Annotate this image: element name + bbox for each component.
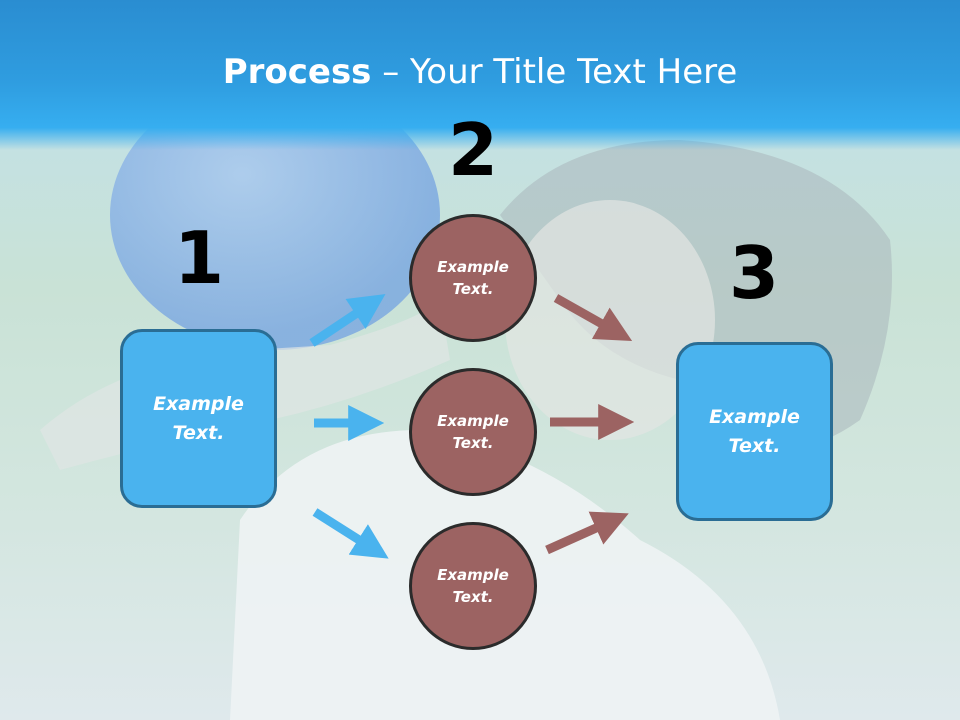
- right-box: Example Text.: [676, 342, 833, 521]
- step-number-2: 2: [447, 108, 499, 192]
- left-box-text: Example Text.: [153, 393, 244, 444]
- circle-top-text: Example Text.: [437, 257, 509, 299]
- title-bold: Process: [222, 52, 372, 92]
- title-bar: [0, 0, 960, 150]
- circle-top: Example Text.: [409, 214, 537, 342]
- circle-middle: Example Text.: [409, 368, 537, 496]
- step-number-1: 1: [173, 216, 225, 300]
- circle-middle-text: Example Text.: [437, 411, 509, 453]
- circle-bottom-text: Example Text.: [437, 565, 509, 607]
- circle-bottom: Example Text.: [409, 522, 537, 650]
- slide-title: Process – Your Title Text Here: [0, 52, 960, 92]
- right-box-text: Example Text.: [709, 406, 800, 457]
- left-box: Example Text.: [120, 329, 277, 508]
- title-rest: – Your Title Text Here: [371, 52, 738, 92]
- step-number-3: 3: [728, 231, 780, 315]
